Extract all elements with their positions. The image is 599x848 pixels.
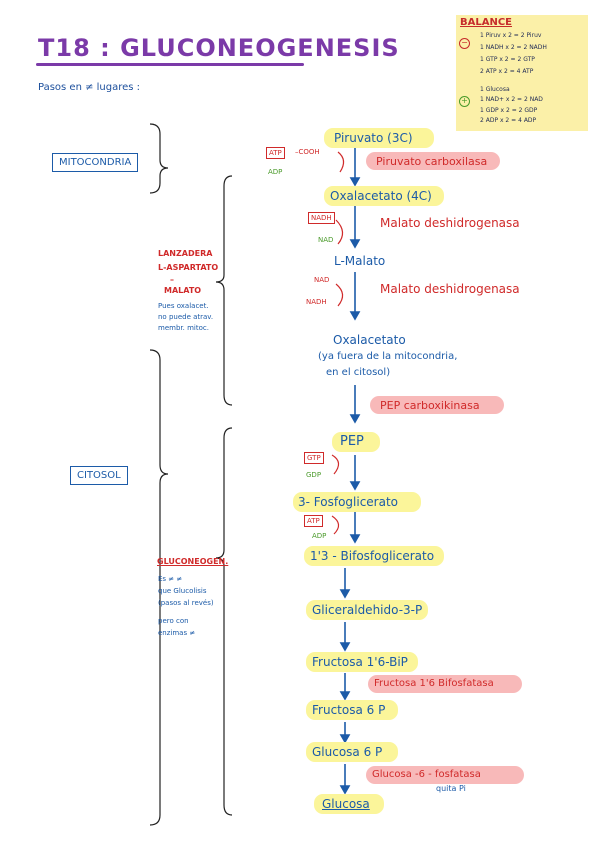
highlight-glucosa [314,794,384,814]
metabolite-3-fosfoglicerato: 3- Fosfoglicerato [298,495,399,509]
location-citosol: CITOSOL [70,466,128,485]
balance-consumed-1: 1 Piruv x 2 = 2 Piruv [480,32,542,39]
oxalacetato-note-1: (ya fuera de la mitocondria, [318,351,458,362]
highlight-fructosa6 [306,700,398,720]
enzyme-piruvato-carboxilasa: Piruvato carboxilasa [376,155,488,168]
balance-note [456,15,588,131]
highlight-pep-carboxikinasa [370,396,504,414]
metabolite-oxalacetato-2: Oxalacetato [333,333,406,347]
metabolite-pep: PEP [340,434,364,449]
shuttle-note-3: membr. mitoc. [158,324,209,332]
balance-produced-3: 1 GDP x 2 = 2 GDP [480,107,538,114]
cofactor-nadh-2: NADH [306,298,327,306]
cofactor-atp-2: ATP [304,515,323,527]
metabolite-glucosa-6: Glucosa 6 P [312,745,383,759]
balance-produced-2: 1 NAD+ x 2 = 2 NAD [480,96,543,103]
gluconeogen-line-2: que Glucolisis [158,587,207,595]
location-mitocondria: MITOCONDRIA [52,153,139,172]
highlight-fructosa-bifosfatasa [368,675,522,693]
metabolite-glucosa: Glucosa [322,797,370,811]
gluconeogen-line-5: enzimas ≠ [158,629,196,637]
highlight-glucosa6 [306,742,398,762]
balance-produced-4: 2 ADP x 2 = 4 ADP [480,117,537,124]
plus-icon: + [459,96,470,107]
subtitle: Pasos en ≠ lugares : [38,82,141,93]
enzyme-glucosa-fosfatasa: Glucosa -6 - fosfatasa [372,769,481,780]
highlight-pep [332,432,380,452]
metabolite-fructosa-6: Fructosa 6 P [312,703,386,717]
minus-icon: − [459,38,470,49]
shuttle-title-1: LANZADERA [158,249,213,258]
cofactor-nad-2: NAD [314,276,330,284]
balance-produced-1: 1 Glucosa [480,86,510,93]
metabolite-fructosa-16: Fructosa 1'6-BiP [312,655,408,669]
gluconeogen-title: GLUCONEOGEN. [157,557,229,566]
cofactor-adp-1: ADP [268,168,283,176]
metabolite-bifosfoglicerato: 1'3 - Bifosfoglicerato [310,549,435,563]
enzyme-fructosa-bifosfatasa: Fructosa 1'6 Bifosfatasa [374,678,494,689]
shuttle-title-3: – [170,275,174,284]
gluconeogen-line-3: (pasos al revés) [158,599,214,607]
shuttle-title-4: MALATO [164,286,202,295]
highlight-glucosa-fosfatasa [366,766,524,784]
highlight-fosfoglicerato [293,492,421,512]
gluconeogen-line-4: pero con [158,617,189,625]
metabolite-gliceraldehido: Gliceraldehido-3-P [312,603,423,617]
highlight-oxalacetato [324,186,444,206]
gluconeogen-line-1: Es ≠ ≠ [158,575,183,583]
cofactor-cooh: –COOH [295,148,320,156]
page-title: T18 : GLUCONEOGENESIS [38,34,400,62]
highlight-piruvato [324,128,434,148]
cofactor-atp-1: ATP [266,147,285,159]
shuttle-note-2: no puede atrav. [158,313,214,321]
metabolite-piruvato: Piruvato (3C) [334,131,413,145]
highlight-fructosa16 [306,652,418,672]
cofactor-nad-1: NAD [318,236,334,244]
metabolite-l-malato: L-Malato [334,254,386,268]
enzyme-malato-dh-2: Malato deshidrogenasa [380,282,520,296]
shuttle-title-2: L-ASPARTATO [158,263,219,272]
metabolite-oxalacetato-1: Oxalacetato (4C) [330,189,432,203]
enzyme-malato-dh-1: Malato deshidrogenasa [380,216,520,230]
balance-heading: BALANCE [460,17,513,28]
enzyme-pep-carboxikinasa: PEP carboxikinasa [380,399,480,412]
enzyme-note-quita-pi: quita Pi [436,784,466,793]
balance-consumed-4: 2 ATP x 2 = 4 ATP [480,68,534,75]
highlight-piruvato-carboxilasa [366,152,500,170]
title-underline [36,63,304,66]
highlight-gliceraldehido [306,600,428,620]
highlight-bifosfoglicerato [304,546,444,566]
balance-consumed-3: 1 GTP x 2 = 2 GTP [480,56,535,63]
balance-consumed-2: 1 NADH x 2 = 2 NADH [480,44,547,51]
cofactor-gdp: GDP [306,471,322,479]
cofactor-gtp: GTP [304,452,324,464]
shuttle-note-1: Pues oxalacet. [158,302,209,310]
oxalacetato-note-2: en el citosol) [326,367,391,378]
cofactor-nadh-1: NADH [308,212,335,224]
cofactor-adp-2: ADP [312,532,327,540]
